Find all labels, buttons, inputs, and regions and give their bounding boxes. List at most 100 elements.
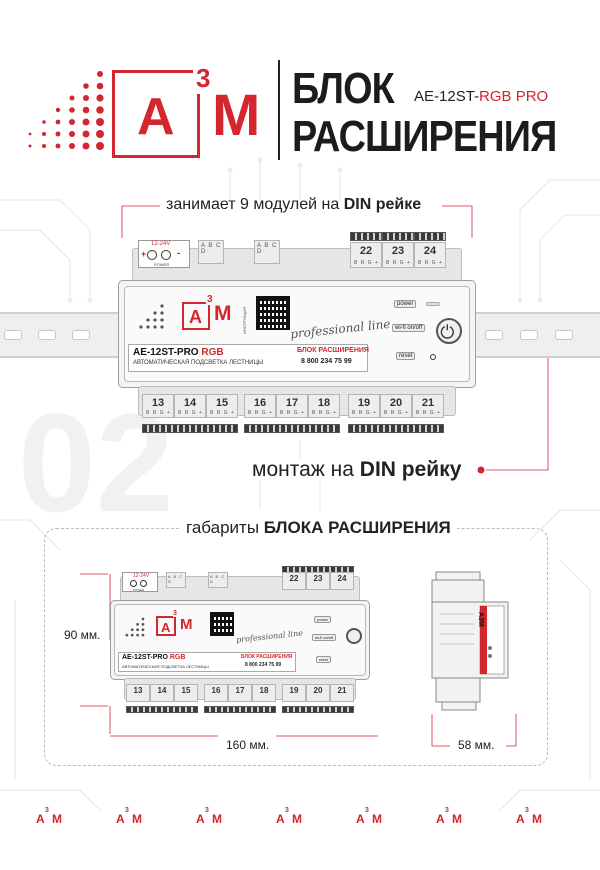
label-dimensions: габариты БЛОКА РАСШИРЕНИЯ xyxy=(180,518,457,538)
terminal-20: 20 B R G + xyxy=(380,394,412,418)
rail-slot xyxy=(4,330,22,340)
footer-logo-m: М xyxy=(292,812,302,826)
terminal-brg: B R G + xyxy=(352,410,377,416)
screw-icon xyxy=(147,250,157,260)
wifi-button[interactable]: wi-fi on/off xyxy=(392,324,426,332)
wifi-button[interactable]: wi-fi on/off xyxy=(312,634,337,641)
reset-button[interactable]: reset xyxy=(316,656,331,663)
footer-logo-3: 3 xyxy=(445,807,449,814)
footer-logo-3: 3 xyxy=(365,807,369,814)
terminal-23: 23 xyxy=(306,572,330,590)
power-button-icon[interactable] xyxy=(346,628,362,644)
power-connector: 12-24V POWER xyxy=(122,572,158,592)
qr-caption: ИНСТРУКЦИЯ xyxy=(242,306,247,334)
terminal-teeth xyxy=(244,424,340,433)
terminal-brg: B R G + xyxy=(210,410,235,416)
terminal-14: 14 B R G + xyxy=(174,394,206,418)
terminal-number: 20 xyxy=(389,397,403,409)
abcd-connector-1: A B C D xyxy=(166,572,186,588)
footer-logo-3: 3 xyxy=(205,807,209,814)
terminal-number: 20 xyxy=(313,686,323,695)
footer-logo-m: М xyxy=(532,812,542,826)
rail-slot xyxy=(38,330,56,340)
terminal-20: 20 xyxy=(306,684,330,702)
plate-model: AE-12ST-PRO RGB xyxy=(122,654,185,661)
terminal-number: 21 xyxy=(337,686,347,695)
device-logo-3: 3 xyxy=(206,294,214,305)
terminal-brg: B R G + xyxy=(384,410,409,416)
footer-logo-a: А xyxy=(36,812,45,826)
terminal-number: 13 xyxy=(133,686,143,695)
abcd-connector-1: A B C D xyxy=(198,240,224,264)
brand-logo-box: А 3 xyxy=(112,63,214,158)
terminal-brg: B R G + xyxy=(248,410,273,416)
rail-slot xyxy=(555,330,573,340)
terminal-number: 24 xyxy=(337,574,347,583)
terminal-number: 14 xyxy=(157,686,167,695)
label-dims-bold: БЛОКА РАСШИРЕНИЯ xyxy=(263,518,451,537)
plate-model-text: AE-12ST-PRO xyxy=(122,654,168,661)
qr-code[interactable] xyxy=(210,612,234,636)
terminal-brg: B R G + xyxy=(386,260,411,266)
terminal-teeth xyxy=(348,424,444,433)
terminal-brg: B R G + xyxy=(354,260,379,266)
side-view-logo: А3М xyxy=(477,612,484,627)
footer-logo-a: А xyxy=(516,812,525,826)
device-logo-3: 3 xyxy=(173,610,177,617)
qr-code[interactable] xyxy=(256,296,290,330)
device-logo: А 3 xyxy=(156,610,177,636)
dimension-width: 160 мм. xyxy=(226,738,270,752)
footer-logo-m: М xyxy=(52,812,62,826)
terminal-number: 14 xyxy=(183,397,197,409)
terminal-15: 15 B R G + xyxy=(206,394,238,418)
terminal-number: 24 xyxy=(423,245,437,257)
power-button-icon[interactable] xyxy=(436,318,462,344)
terminal-number: 23 xyxy=(313,574,323,583)
footer-logo-m: М xyxy=(452,812,462,826)
footer-logo-3: 3 xyxy=(285,807,289,814)
dimension-height: 90 мм. xyxy=(64,628,101,642)
terminal-24: 24 xyxy=(330,572,354,590)
plate-model: AE-12ST-PRO RGB xyxy=(133,347,224,358)
plate-block-label: БЛОК РАСШИРЕНИЯ xyxy=(297,347,369,354)
dimension-depth: 58 мм. xyxy=(458,738,495,752)
label-dims-prefix: габариты xyxy=(186,518,264,537)
header-divider xyxy=(278,60,280,160)
power-connector: 12-24V + - POWER xyxy=(138,240,190,268)
terminal-number: 19 xyxy=(289,686,299,695)
power-voltage: 12-24V xyxy=(151,241,171,247)
terminal-teeth xyxy=(414,232,446,241)
label-din-bold: DIN рейку xyxy=(359,458,462,481)
terminal-number: 13 xyxy=(151,397,165,409)
terminal-number: 19 xyxy=(357,397,371,409)
terminal-13: 13 B R G + xyxy=(142,394,174,418)
plate-description: АВТОМАТИЧЕСКАЯ ПОДСВЕТКА ЛЕСТНИЦЫ xyxy=(133,360,264,366)
power-label: power xyxy=(314,616,331,623)
vent-dots-icon xyxy=(125,617,145,637)
device-logo-a: А xyxy=(189,307,202,327)
terminal-teeth xyxy=(282,706,354,713)
footer-logo-3: 3 xyxy=(125,807,129,814)
terminal-number: 22 xyxy=(359,245,373,257)
power-sub: POWER xyxy=(154,262,170,267)
footer-logo-a: А xyxy=(276,812,285,826)
terminal-14: 14 xyxy=(150,684,174,702)
terminal-brg: B R G + xyxy=(418,260,443,266)
terminal-teeth xyxy=(350,232,382,241)
terminal-22: 22 B R G + xyxy=(350,242,382,268)
terminal-18: 18 B R G + xyxy=(308,394,340,418)
reset-hole-icon xyxy=(430,354,436,360)
reset-button[interactable]: reset xyxy=(396,352,416,360)
logo-dots-pattern xyxy=(28,71,104,150)
abcd-label: A B C D xyxy=(257,243,278,255)
plate-model-text: AE-12ST-PRO xyxy=(133,347,199,358)
terminal-brg: B R G + xyxy=(178,410,203,416)
terminal-teeth xyxy=(382,232,414,241)
footer-logo-3: 3 xyxy=(45,807,49,814)
